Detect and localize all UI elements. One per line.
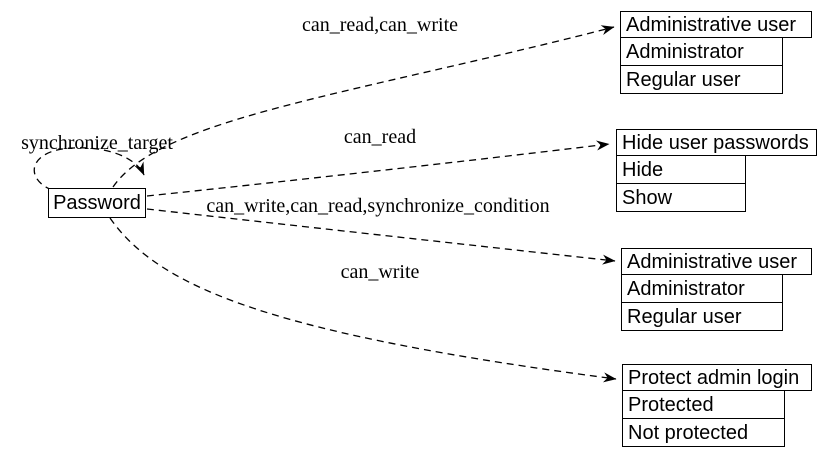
edge-label-1: can_read,can_write xyxy=(301,14,459,36)
edge-label-3: can_write,can_read,synchronize_condition xyxy=(206,195,550,217)
record-node-administrative-user-bottom: Administrative user Administrator Regula… xyxy=(621,248,812,331)
record-row: Administrator xyxy=(621,275,783,303)
record-node-administrative-user-top: Administrative user Administrator Regula… xyxy=(620,11,812,94)
record-node-hide-user-passwords: Hide user passwords Hide Show xyxy=(616,129,817,212)
edge-can-read xyxy=(146,140,610,197)
edge-label-4: can_write xyxy=(340,261,420,283)
record-row: Show xyxy=(616,184,746,212)
edge-can-write-can-read-synchronize-condition xyxy=(146,208,616,265)
password-node: Password xyxy=(48,188,146,218)
record-node-protect-admin-login: Protect admin login Protected Not protec… xyxy=(622,364,812,447)
record-header: Hide user passwords xyxy=(616,129,817,156)
record-header: Protect admin login xyxy=(622,364,812,391)
record-row: Administrator xyxy=(620,38,783,66)
record-row: Not protected xyxy=(622,419,785,447)
record-row: Protected xyxy=(622,391,785,419)
self-loop-synchronize-target xyxy=(33,147,145,191)
record-row: Regular user xyxy=(620,66,783,94)
edge-can-read-can-write xyxy=(112,25,615,188)
edge-label-2: can_read xyxy=(343,126,417,148)
record-header: Administrative user xyxy=(620,11,812,38)
record-row: Hide xyxy=(616,156,746,184)
record-row: Regular user xyxy=(621,303,783,331)
self-loop-label: synchronize_target xyxy=(21,132,173,154)
edge-can-write xyxy=(109,217,617,383)
record-header: Administrative user xyxy=(621,248,812,275)
